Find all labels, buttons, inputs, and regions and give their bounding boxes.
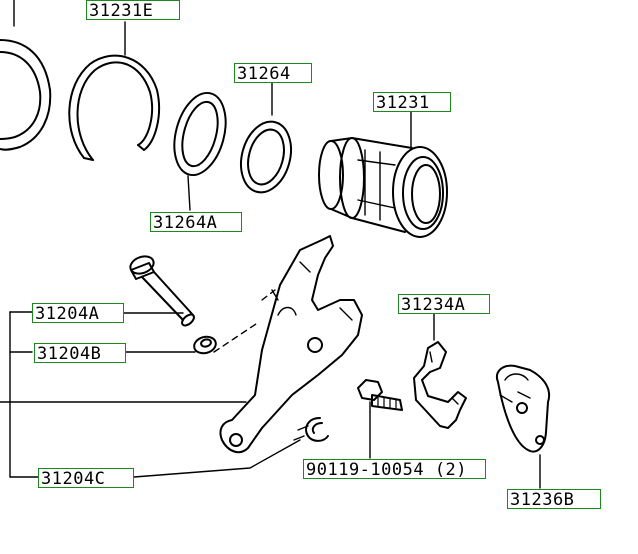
label-90119-10054[interactable]: 90119-10054 (2) — [303, 459, 486, 480]
fork-boot-31236b-part — [496, 364, 550, 489]
small-washer-31264-part — [240, 82, 292, 194]
pin-washer-31204b-part — [124, 323, 257, 355]
hold-bolt-90119-part — [357, 379, 403, 459]
large-washer-31264a-part — [173, 91, 227, 211]
label-31236b[interactable]: 31236B — [507, 489, 601, 510]
label-31264a[interactable]: 31264A — [150, 212, 242, 233]
label-31204a[interactable]: 31204A — [32, 303, 124, 324]
hub-clip-31234a-part — [413, 312, 467, 429]
snap-ring-31231e-part — [68, 21, 161, 161]
label-31234a[interactable]: 31234A — [398, 294, 490, 315]
label-31231e[interactable]: 31231E — [86, 0, 180, 21]
partial-snap-ring-part — [0, 0, 52, 151]
bearing-sleeve-31231-part — [318, 110, 448, 238]
pivot-pin-31204a-part — [121, 255, 195, 327]
label-31231[interactable]: 31231 — [373, 92, 451, 113]
e-clip-part — [293, 417, 329, 442]
release-fork-31204c-part — [0, 235, 363, 478]
label-31204c[interactable]: 31204C — [38, 468, 134, 489]
label-31264[interactable]: 31264 — [234, 63, 312, 84]
label-31204b[interactable]: 31204B — [34, 343, 126, 364]
